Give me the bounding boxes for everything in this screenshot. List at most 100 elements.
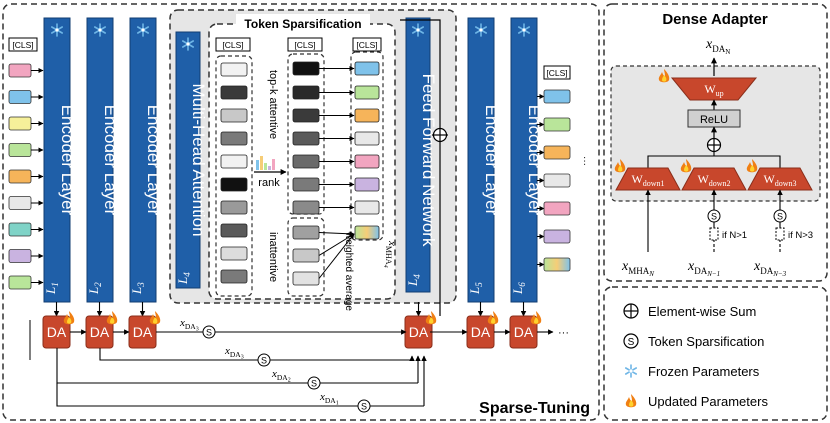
cond-label-2: if N>3: [788, 230, 813, 241]
ranked-token: [292, 108, 320, 123]
top-k-label: top-k attentive: [267, 70, 279, 139]
da-label: DA: [133, 324, 153, 340]
sparse-tokens-group: [350, 51, 384, 241]
input-token: [8, 275, 32, 290]
s-symbol: S: [628, 337, 635, 348]
attention-token: [220, 85, 248, 100]
switch-2: [709, 227, 719, 241]
cls-label-out: [CLS]: [546, 68, 567, 78]
rank-label: rank: [258, 177, 280, 189]
output-token: [543, 117, 571, 132]
weighted-average-label: weighted average: [343, 231, 354, 311]
s-symbol: S: [261, 356, 267, 366]
relu-label: ReLU: [700, 114, 728, 126]
ranked-token: [292, 225, 320, 240]
input-token: [8, 143, 32, 157]
token-sparsification-icon: [202, 325, 216, 339]
cls-label: [CLS]: [222, 40, 243, 50]
cls-label: [CLS]: [356, 40, 377, 50]
sparse-tuning-frame: [2, 3, 600, 421]
ranked-token: [292, 131, 320, 146]
legend-label-sparsification: Token Sparsification: [648, 334, 764, 349]
output-token: [543, 173, 571, 188]
s-symbol: S: [206, 328, 212, 338]
token-sparsification-icon: [307, 376, 321, 390]
da-block: DA: [509, 302, 542, 349]
da-label: DA: [90, 324, 110, 340]
sparse-tuning-title: Sparse-Tuning: [479, 400, 590, 417]
x-dan-label: xDAN: [705, 37, 730, 56]
token-sparsification-icon: [623, 333, 639, 349]
input-tokens: [8, 63, 44, 290]
fire-icon: [625, 394, 637, 408]
token-sparsification-title-bg: [236, 14, 370, 32]
dense-adapter-input-label: xDAN−3: [753, 259, 787, 278]
sparse-token: [354, 200, 380, 215]
ellipsis-right: ···: [579, 156, 590, 166]
encoder-layer-label: Encoder Layer: [101, 105, 120, 216]
inattentive-group: [287, 217, 325, 297]
attention-token: [220, 154, 248, 169]
s-symbol: S: [311, 379, 317, 389]
x-da1-label: xDA1: [319, 391, 339, 407]
attention-token: [220, 200, 248, 215]
w-down-label: Wdown2: [697, 172, 730, 188]
fire-icon: [487, 311, 499, 325]
w-down-block: Wdown2: [680, 159, 747, 191]
ts-merge-arrow: [318, 233, 355, 256]
weighted-average-text: weighted average: [343, 231, 354, 311]
w-up-block: Wup: [658, 69, 758, 101]
da-label: DA: [409, 324, 429, 340]
input-token: [8, 196, 32, 210]
cls-token-ts-2: [287, 37, 323, 52]
w-down-label: Wdown3: [763, 172, 796, 188]
output-tokens: [537, 89, 571, 272]
fire-icon: [106, 311, 118, 325]
input-token: [8, 222, 32, 237]
x-da3-label-1: xDA3: [179, 317, 199, 333]
token-sparsification-icon: [257, 353, 271, 367]
da-block: DA: [404, 302, 437, 349]
sparse-token: [354, 154, 380, 169]
w-down-label: Wdown1: [631, 172, 664, 188]
rank-icon: [254, 156, 287, 175]
legend-label-frozen: Frozen Parameters: [648, 364, 760, 379]
residual-path: [400, 19, 441, 135]
output-token: [543, 201, 571, 216]
dense-adapter-title: Dense Adapter: [662, 11, 767, 28]
dense-adapter-input-label: xMHAN: [621, 259, 654, 278]
legend: S Element-wise Sum Token Sparsification …: [623, 303, 768, 409]
da-block: DA: [85, 302, 118, 349]
ellipsis-da: ···: [558, 327, 569, 339]
sparse-token: [354, 108, 380, 123]
attention-token: [220, 223, 248, 238]
ranked-token: [292, 177, 320, 192]
legend-label-updated: Updated Parameters: [648, 394, 768, 409]
da-block: DA: [42, 302, 75, 349]
attention-token: [220, 62, 248, 77]
input-token: [8, 116, 32, 131]
ranked-token: [292, 61, 320, 76]
ffn-label: Feed Forward Network: [419, 74, 438, 247]
sparse-token: [354, 61, 380, 76]
attention-token: [220, 246, 248, 261]
ts-merge-arrow: [318, 231, 355, 237]
legend-frame: [603, 286, 828, 421]
skip-connections: S xDA3 S xDA3 S xDA2 S xDA1 ···: [29, 317, 569, 413]
attention-token: [220, 177, 248, 192]
cls-label-in: [CLS]: [12, 40, 33, 50]
input-token: [8, 63, 32, 78]
cls-label: [CLS]: [294, 40, 315, 50]
output-token: [543, 145, 571, 160]
fire-icon: [425, 311, 437, 325]
cls-token-in: [8, 37, 38, 52]
encoder-layer-1: Encoder Layer L1: [43, 17, 77, 303]
output-token: [543, 89, 571, 104]
ranked-token: [292, 154, 320, 169]
mha-label: Multi-Head Attention: [189, 83, 208, 236]
da-block: DA: [466, 302, 499, 349]
output-token: [543, 229, 571, 244]
da-block: DA: [128, 302, 161, 349]
